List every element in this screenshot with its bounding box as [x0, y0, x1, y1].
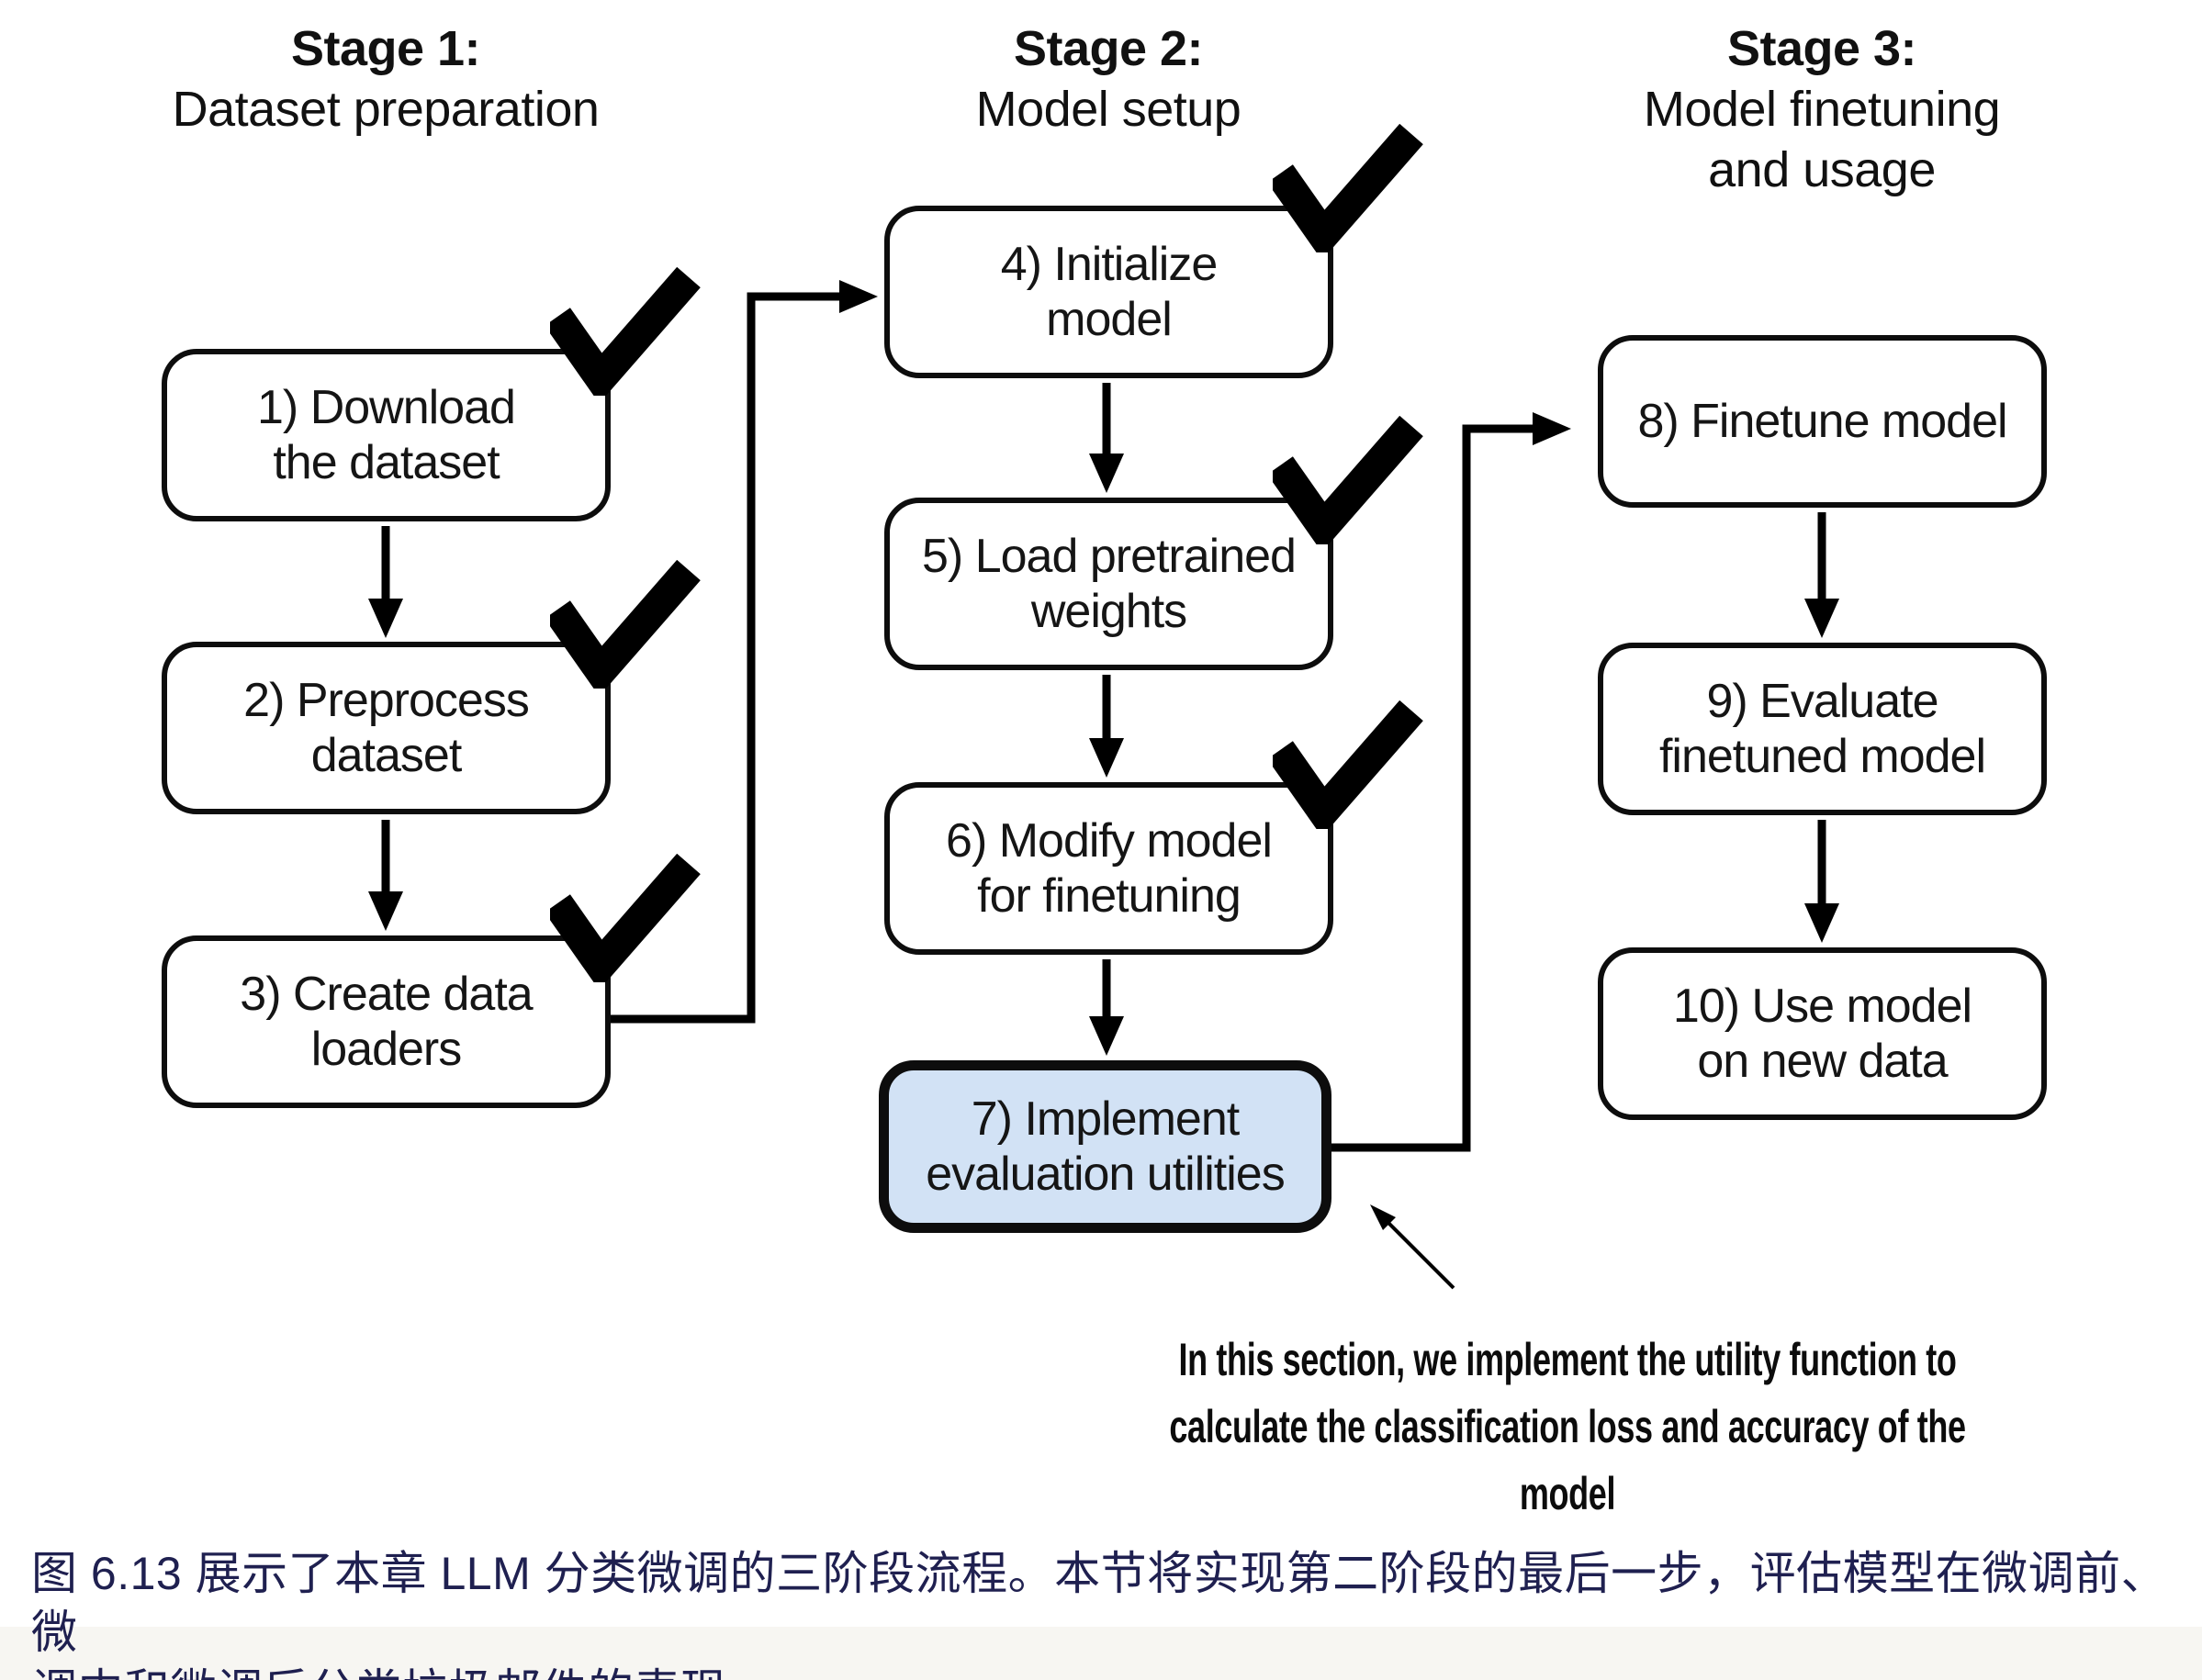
- flow-box-label: 2) Preprocess dataset: [243, 674, 530, 782]
- flow-box-label: 8) Finetune model: [1637, 395, 2007, 448]
- arrow-box4-to-box5: [1089, 383, 1124, 493]
- flow-box-4-initialize-model: 4) Initialize model: [884, 124, 1423, 378]
- stage-1-title: Stage 1: Dataset preparation: [64, 18, 707, 140]
- flow-box-label: 6) Modify model for finetuning: [946, 814, 1273, 923]
- stage-3-subtitle: Model finetuning and usage: [1643, 82, 2001, 197]
- arrow-box5-to-box6: [1089, 675, 1124, 778]
- flow-box-label: 7) Implement evaluation utilities: [926, 1092, 1285, 1201]
- checkmark-icon: [1273, 700, 1423, 829]
- annotation-arrow: [1370, 1204, 1455, 1290]
- flow-box-6-modify-model: 6) Modify model for finetuning: [884, 700, 1423, 955]
- flow-box-7-implement-evaluation-utilities: 7) Implement evaluation utilities: [879, 1060, 1331, 1233]
- flow-box-label: 3) Create data loaders: [240, 968, 533, 1076]
- checkmark-icon: [550, 560, 701, 689]
- checkmark-icon: [1273, 416, 1423, 544]
- checkmark-icon: [1273, 124, 1423, 252]
- flow-box-5-load-pretrained-weights: 5) Load pretrained weights: [884, 416, 1423, 670]
- figure-caption: 图 6.13 展示了本章 LLM 分类微调的三阶段流程。本节将实现第二阶段的最后…: [31, 1548, 2168, 1680]
- arrow-box1-to-box2: [368, 526, 403, 638]
- arrow-box9-to-box10: [1804, 820, 1839, 943]
- flow-box-label: 4) Initialize model: [1000, 238, 1219, 346]
- flow-box-10-use-model-new-data: 10) Use model on new data: [1598, 947, 2047, 1120]
- stage-1-subtitle: Dataset preparation: [172, 82, 600, 137]
- checkmark-icon: [550, 267, 701, 396]
- flow-box-2-preprocess-dataset: 2) Preprocess dataset: [162, 560, 701, 814]
- stage-3-title: Stage 3: Model finetuning and usage: [1500, 18, 2143, 200]
- flow-box-label: 9) Evaluate finetuned model: [1658, 675, 1986, 783]
- flow-box-label: 1) Download the dataset: [257, 381, 516, 489]
- stage-2-title-line: Stage 2:: [1013, 21, 1204, 76]
- flow-box-label: 5) Load pretrained weights: [922, 530, 1297, 638]
- caption-background-band: [0, 1627, 2202, 1680]
- stage-2-title: Stage 2: Model setup: [787, 18, 1430, 140]
- flow-box-8-finetune-model: 8) Finetune model: [1598, 335, 2047, 508]
- flow-box-label: 10) Use model on new data: [1672, 980, 1972, 1088]
- flow-box-3-create-data-loaders: 3) Create data loaders: [162, 854, 701, 1108]
- arrow-box6-to-box7: [1089, 959, 1124, 1056]
- stage-2-subtitle: Model setup: [975, 82, 1241, 137]
- arrow-box2-to-box3: [368, 820, 403, 931]
- flow-box-1-download-dataset: 1) Download the dataset: [162, 267, 701, 521]
- stage-1-title-line: Stage 1:: [290, 21, 481, 76]
- flow-box-9-evaluate-finetuned-model: 9) Evaluate finetuned model: [1598, 643, 2047, 815]
- stage-3-title-line: Stage 3:: [1726, 21, 1917, 76]
- checkmark-icon: [550, 854, 701, 982]
- arrow-box8-to-box9: [1804, 512, 1839, 638]
- section-annotation-text: In this section, we implement the utilit…: [1169, 1334, 1966, 1519]
